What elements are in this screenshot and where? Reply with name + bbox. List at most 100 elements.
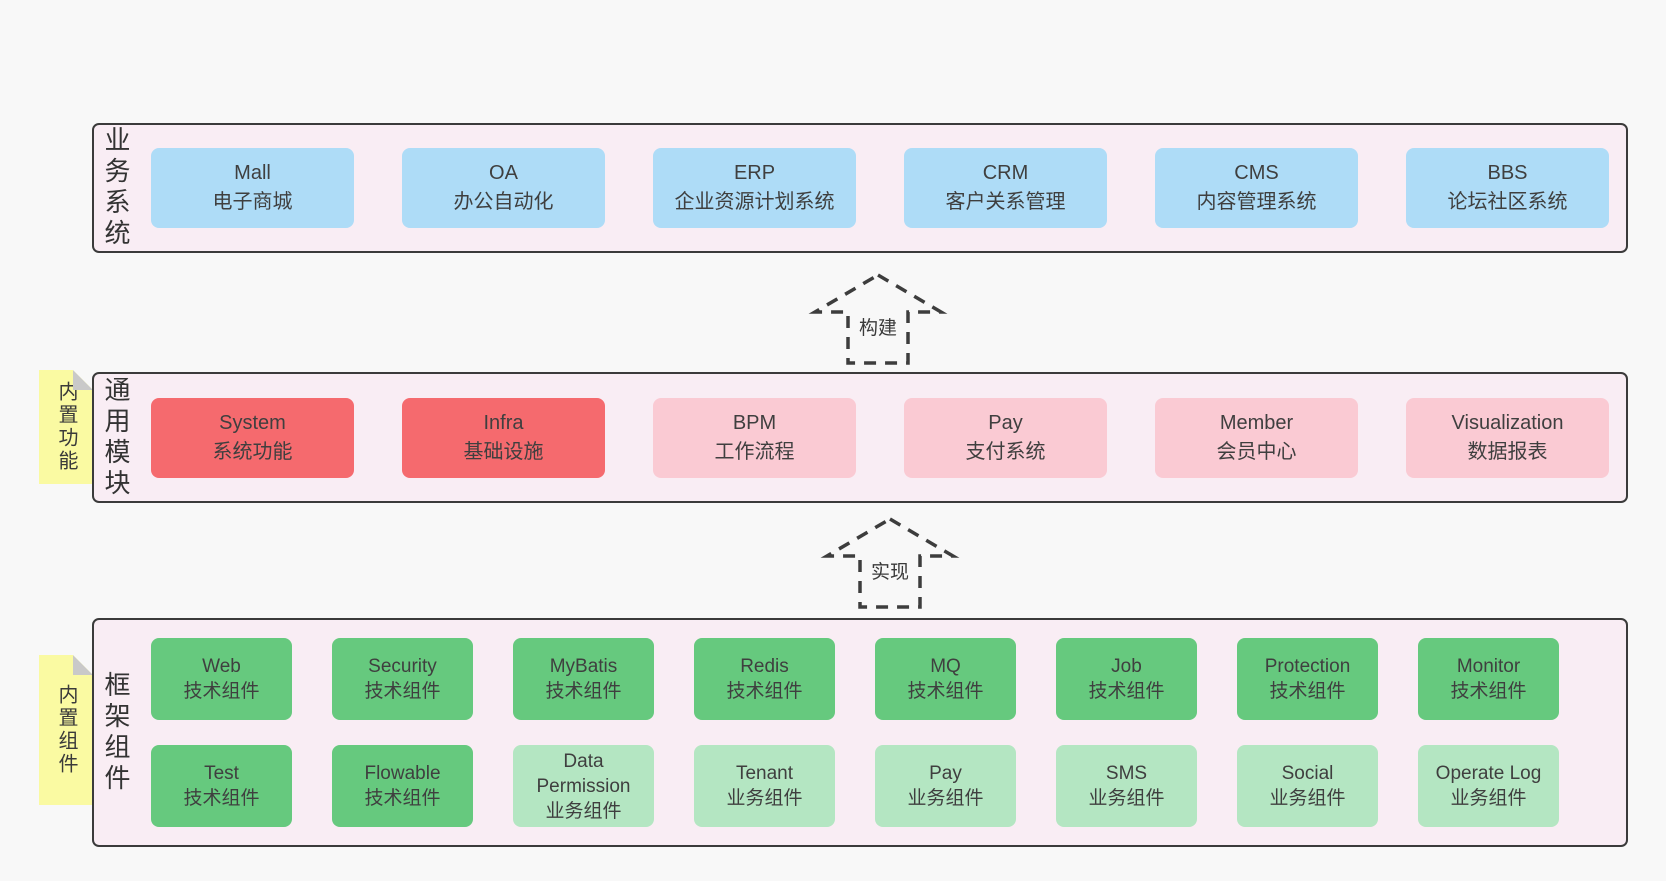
box-subtitle: 技术组件: [364, 681, 441, 702]
box-member: Member 会员中心: [1155, 397, 1358, 478]
build-arrow: 构建: [808, 272, 948, 366]
box-title: BPM: [732, 411, 777, 434]
box-pay-component: Pay 业务组件: [875, 745, 1016, 827]
box-title: Protection: [1264, 656, 1351, 677]
build-arrow-label: 构建: [855, 313, 901, 340]
panel-common-modules: 通用模块 System 系统功能 Infra 基础设施 BPM 工作流程 Pay…: [92, 372, 1628, 503]
business-rows: Mall 电子商城 OA 办公自动化 ERP 企业资源计划系统 CRM 客户关系…: [151, 148, 1609, 228]
box-title: Monitor: [1456, 656, 1521, 677]
box-subtitle: 技术组件: [1450, 681, 1527, 702]
box-title: MyBatis: [549, 656, 618, 677]
box-subtitle: 会员中心: [1216, 440, 1297, 463]
box-title: Test: [204, 763, 239, 784]
box-title: CRM: [982, 162, 1029, 184]
box-subtitle: 技术组件: [907, 681, 984, 702]
box-cms: CMS 内容管理系统: [1155, 148, 1358, 228]
box-subtitle: 技术组件: [545, 681, 622, 702]
up-arrow-icon: [820, 516, 960, 609]
box-title: Tenant: [735, 763, 794, 784]
box-title: Redis: [740, 656, 789, 677]
up-arrow-icon: [808, 272, 948, 365]
box-subtitle: 业务组件: [1269, 788, 1346, 809]
box-operate-log: Operate Log 业务组件: [1418, 745, 1559, 827]
box-title: BBS: [1487, 162, 1528, 184]
box-title: MQ: [930, 656, 961, 677]
box-monitor: Monitor 技术组件: [1418, 638, 1559, 720]
box-title: System: [219, 411, 286, 434]
box-title: Flowable: [364, 763, 441, 784]
box-title: Pay: [929, 763, 962, 784]
box-crm: CRM 客户关系管理: [904, 148, 1107, 228]
box-subtitle: 技术组件: [1088, 681, 1165, 702]
box-mybatis: MyBatis 技术组件: [513, 638, 654, 720]
panel-label-common-modules: 通用模块: [101, 375, 131, 500]
box-subtitle: 业务组件: [1450, 788, 1527, 809]
box-test: Test 技术组件: [151, 745, 292, 827]
box-mq: MQ 技术组件: [875, 638, 1016, 720]
box-oa: OA 办公自动化: [402, 148, 605, 228]
box-title: CMS: [1234, 162, 1279, 184]
box-subtitle: 业务组件: [907, 788, 984, 809]
modules-row: System 系统功能 Infra 基础设施 BPM 工作流程 Pay 支付系统…: [151, 397, 1609, 478]
box-sms: SMS 业务组件: [1056, 745, 1197, 827]
box-bpm: BPM 工作流程: [653, 397, 856, 478]
box-visualization: Visualization 数据报表: [1406, 397, 1609, 478]
box-title: Visualization: [1451, 411, 1564, 434]
box-protection: Protection 技术组件: [1237, 638, 1378, 720]
box-subtitle: 基础设施: [463, 440, 544, 463]
box-subtitle: 工作流程: [714, 440, 795, 463]
box-mall: Mall 电子商城: [151, 148, 354, 228]
box-title: Security: [368, 656, 437, 677]
box-title: Operate Log: [1435, 763, 1542, 784]
box-subtitle: 技术组件: [183, 681, 260, 702]
box-redis: Redis 技术组件: [694, 638, 835, 720]
box-pay-system: Pay 支付系统: [904, 397, 1107, 478]
box-subtitle: 系统功能: [212, 440, 293, 463]
box-title: Social: [1281, 763, 1334, 784]
box-subtitle: 技术组件: [726, 681, 803, 702]
business-row: Mall 电子商城 OA 办公自动化 ERP 企业资源计划系统 CRM 客户关系…: [151, 148, 1609, 228]
box-subtitle: 企业资源计划系统: [674, 191, 835, 213]
panel-framework-components: 框架组件 Web 技术组件 Security 技术组件 MyBatis 技术组件…: [92, 618, 1628, 847]
panel-business-systems: 业务系统 Mall 电子商城 OA 办公自动化 ERP 企业资源计划系统 CRM…: [92, 123, 1628, 253]
panel-label-framework-components: 框架组件: [101, 670, 131, 795]
implement-arrow: 实现: [820, 516, 960, 610]
sticky-note-built-in-features: 内置功能: [39, 370, 93, 484]
sticky-fold-corner: [73, 370, 93, 390]
box-subtitle: 技术组件: [183, 788, 260, 809]
box-social: Social 业务组件: [1237, 745, 1378, 827]
box-data-permission: Data Permission 业务组件: [513, 745, 654, 827]
box-subtitle: 论坛社区系统: [1447, 191, 1568, 213]
box-bbs: BBS 论坛社区系统: [1406, 148, 1609, 228]
sticky-note-label: 内置组件: [55, 684, 77, 776]
components-row-2: Test 技术组件 Flowable 技术组件 Data Permission …: [151, 745, 1559, 827]
box-title: Member: [1219, 411, 1294, 434]
box-title: Data Permission: [536, 750, 631, 797]
box-subtitle: 办公自动化: [453, 191, 554, 213]
box-title: Web: [202, 656, 241, 677]
box-subtitle: 支付系统: [965, 440, 1046, 463]
box-web: Web 技术组件: [151, 638, 292, 720]
box-erp: ERP 企业资源计划系统: [653, 148, 856, 228]
box-flowable: Flowable 技术组件: [332, 745, 473, 827]
box-subtitle: 内容管理系统: [1196, 191, 1317, 213]
box-subtitle: 技术组件: [364, 788, 441, 809]
box-title: SMS: [1105, 763, 1148, 784]
box-subtitle: 客户关系管理: [945, 191, 1066, 213]
panel-label-business-systems: 业务系统: [101, 126, 131, 250]
sticky-fold-corner: [73, 655, 93, 675]
box-title: Infra: [483, 411, 524, 434]
components-row-1: Web 技术组件 Security 技术组件 MyBatis 技术组件 Redi…: [151, 638, 1559, 720]
box-subtitle: 业务组件: [726, 788, 803, 809]
implement-arrow-label: 实现: [867, 557, 913, 584]
sticky-note-label: 内置功能: [55, 381, 77, 473]
box-title: Mall: [234, 162, 271, 184]
box-subtitle: 电子商城: [212, 191, 293, 213]
box-security: Security 技术组件: [332, 638, 473, 720]
box-title: Job: [1111, 656, 1142, 677]
modules-rows: System 系统功能 Infra 基础设施 BPM 工作流程 Pay 支付系统…: [151, 397, 1609, 478]
sticky-note-built-in-components: 内置组件: [39, 655, 93, 805]
box-title: Pay: [988, 411, 1023, 434]
box-infra: Infra 基础设施: [402, 397, 605, 478]
